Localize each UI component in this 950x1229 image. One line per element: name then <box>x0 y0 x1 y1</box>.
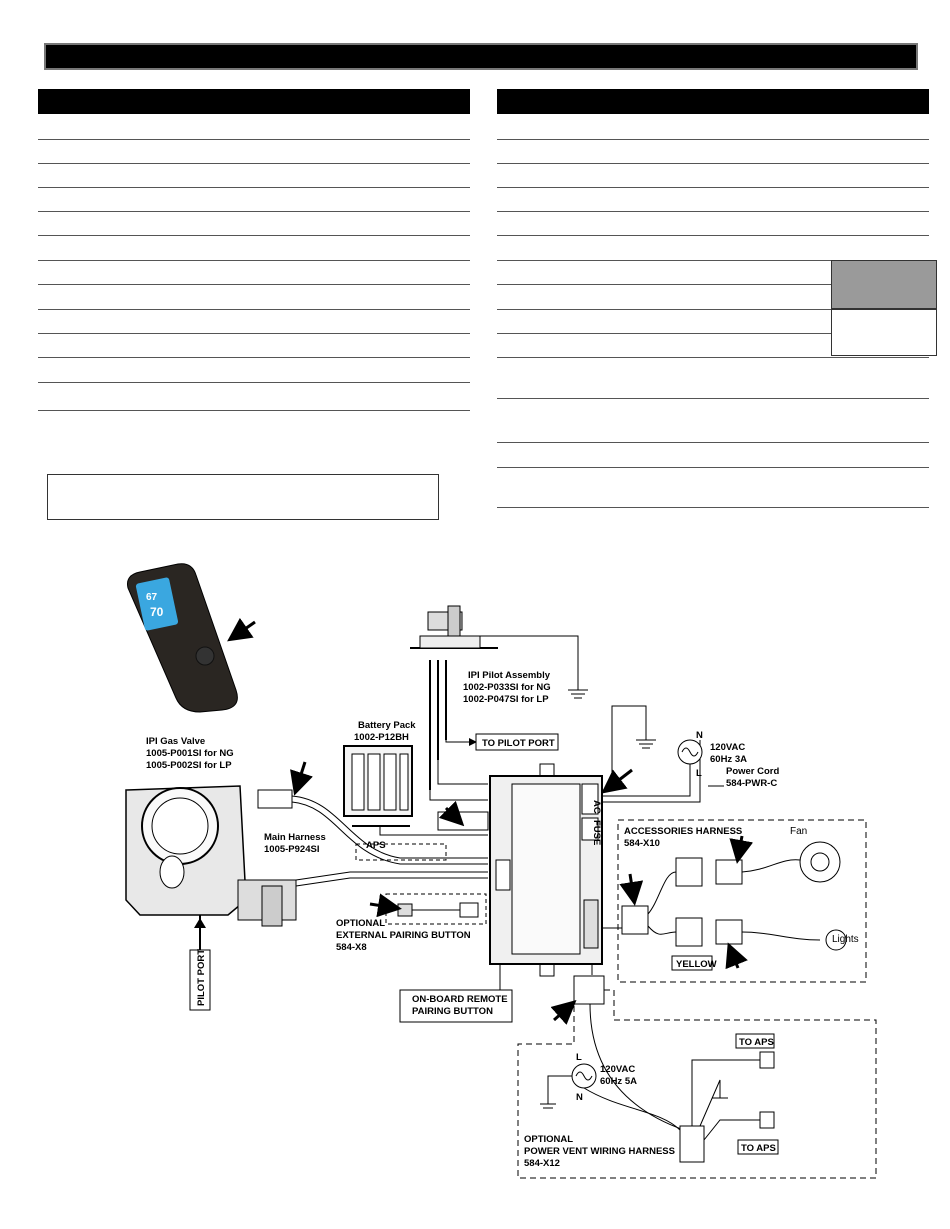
pv-n-label: N <box>576 1092 583 1103</box>
table-cell-box <box>831 309 937 356</box>
aps-label: APS <box>366 840 386 851</box>
board-fuse-label: FUSE <box>591 820 602 845</box>
accessories-harness-part-label: 584-X10 <box>624 838 660 849</box>
table-rule <box>497 309 929 310</box>
table-rule <box>38 211 470 212</box>
power-l-label: L <box>696 768 702 779</box>
table-rule <box>38 235 470 236</box>
to-pilot-port-label: TO PILOT PORT <box>482 738 555 749</box>
table-rule <box>497 235 929 236</box>
note-box <box>47 474 439 520</box>
lights-label: Lights <box>832 934 859 945</box>
remote-temp-readout: 67 <box>146 592 158 603</box>
power-cord: N L 120VAC 60Hz 3A Power Cord 584-PWR-C <box>602 705 780 803</box>
ext-pairing-label-3: 584-X8 <box>336 942 367 953</box>
power-hz-label: 60Hz 3A <box>710 754 747 765</box>
control-module: AC FUSE <box>489 763 633 977</box>
remote-screen <box>135 577 179 631</box>
table-rule <box>38 139 470 140</box>
pilot-port-label: PILOT PORT <box>196 949 207 1006</box>
pv-harness-label-1: OPTIONAL <box>524 1134 573 1145</box>
table-rule <box>38 187 470 188</box>
pilot-assembly-label: IPI Pilot Assembly <box>468 670 551 681</box>
table-rule <box>497 187 929 188</box>
power-vac-label: 120VAC <box>710 742 745 753</box>
lights-icon <box>825 929 847 951</box>
pilot-ng-label: 1002-P033SI for NG <box>463 682 551 693</box>
onboard-pairing-label-2: PAIRING BUTTON <box>412 1006 493 1017</box>
table-rule <box>497 284 929 285</box>
fan-label: Fan <box>790 826 807 837</box>
to-aps-label-1: TO APS <box>739 1037 774 1048</box>
table-rule <box>38 382 470 383</box>
power-vent-harness: L N 120VAC 60Hz 5A TO APS TO APS OPTIONA… <box>517 964 877 1179</box>
remote-pairing-button-icon <box>195 646 215 666</box>
to-aps-label-2: TO APS <box>741 1143 776 1154</box>
table-rule <box>38 410 470 411</box>
power-n-label: N <box>696 730 703 741</box>
table-rule <box>497 163 929 164</box>
table-rule <box>497 507 929 508</box>
battery-pack: Battery Pack 1002-P12BH <box>343 720 488 836</box>
table-rule <box>497 442 929 443</box>
remote-control: 67 70 <box>127 563 256 713</box>
accessories-harness: ACCESSORIES HARNESS 584-X10 Fan Lights Y… <box>602 819 867 983</box>
gas-valve-label: IPI Gas Valve <box>146 736 205 747</box>
table-rule <box>497 260 929 261</box>
ext-pairing-label-1: OPTIONAL <box>336 918 385 929</box>
section-title-bar <box>44 43 918 70</box>
board-ac-label: AC <box>591 800 602 814</box>
table-rule <box>497 357 929 358</box>
main-harness: Main Harness 1005-P924SI APS <box>264 760 489 887</box>
main-harness-label: Main Harness <box>264 832 326 843</box>
table-rule <box>38 284 470 285</box>
table-rule <box>497 139 929 140</box>
gas-valve-lp-label: 1005-P002SI for LP <box>146 760 232 771</box>
table-rule <box>497 333 929 334</box>
table-rule <box>38 260 470 261</box>
onboard-pairing-label-1: ON-BOARD REMOTE <box>412 994 508 1005</box>
table-rule <box>38 333 470 334</box>
optional-external-pairing-button: OPTIONAL EXTERNAL PAIRING BUTTON 584-X8 <box>336 893 487 953</box>
pv-harness-label-2: POWER VENT WIRING HARNESS <box>524 1146 675 1157</box>
table-rule <box>38 309 470 310</box>
battery-pack-label: Battery Pack <box>358 720 416 731</box>
pilot-lp-label: 1002-P047SI for LP <box>463 694 549 705</box>
pv-l-label: L <box>576 1052 582 1063</box>
pv-hz-label: 60Hz 5A <box>600 1076 637 1087</box>
fan-icon <box>799 841 841 883</box>
battery-pack-part-label: 1002-P12BH <box>354 732 409 743</box>
table-highlight-cell <box>831 260 937 309</box>
pv-harness-label-3: 584-X12 <box>524 1158 560 1169</box>
gas-valve-ng-label: 1005-P001SI for NG <box>146 748 234 759</box>
table-rule <box>497 398 929 399</box>
pv-vac-label: 120VAC <box>600 1064 635 1075</box>
table-rule <box>38 163 470 164</box>
ext-pairing-label-2: EXTERNAL PAIRING BUTTON <box>336 930 471 941</box>
ipi-gas-valve: IPI Gas Valve 1005-P001SI for NG 1005-P0… <box>125 736 313 1011</box>
onboard-pairing-callout: ON-BOARD REMOTE PAIRING BUTTON <box>399 964 513 1023</box>
left-table-header <box>38 89 470 114</box>
power-cord-label: Power Cord <box>726 766 780 777</box>
remote-set-readout: 70 <box>150 605 164 619</box>
power-cord-part-label: 584-PWR-C <box>726 778 777 789</box>
main-harness-part-label: 1005-P924SI <box>264 844 319 855</box>
accessories-harness-label: ACCESSORIES HARNESS <box>624 826 742 837</box>
right-table-header <box>497 89 929 114</box>
ipi-pilot-assembly: IPI Pilot Assembly 1002-P033SI for NG 10… <box>410 605 588 790</box>
yellow-label: YELLOW <box>676 959 717 970</box>
table-rule <box>497 467 929 468</box>
table-rule <box>497 211 929 212</box>
table-rule <box>38 357 470 358</box>
